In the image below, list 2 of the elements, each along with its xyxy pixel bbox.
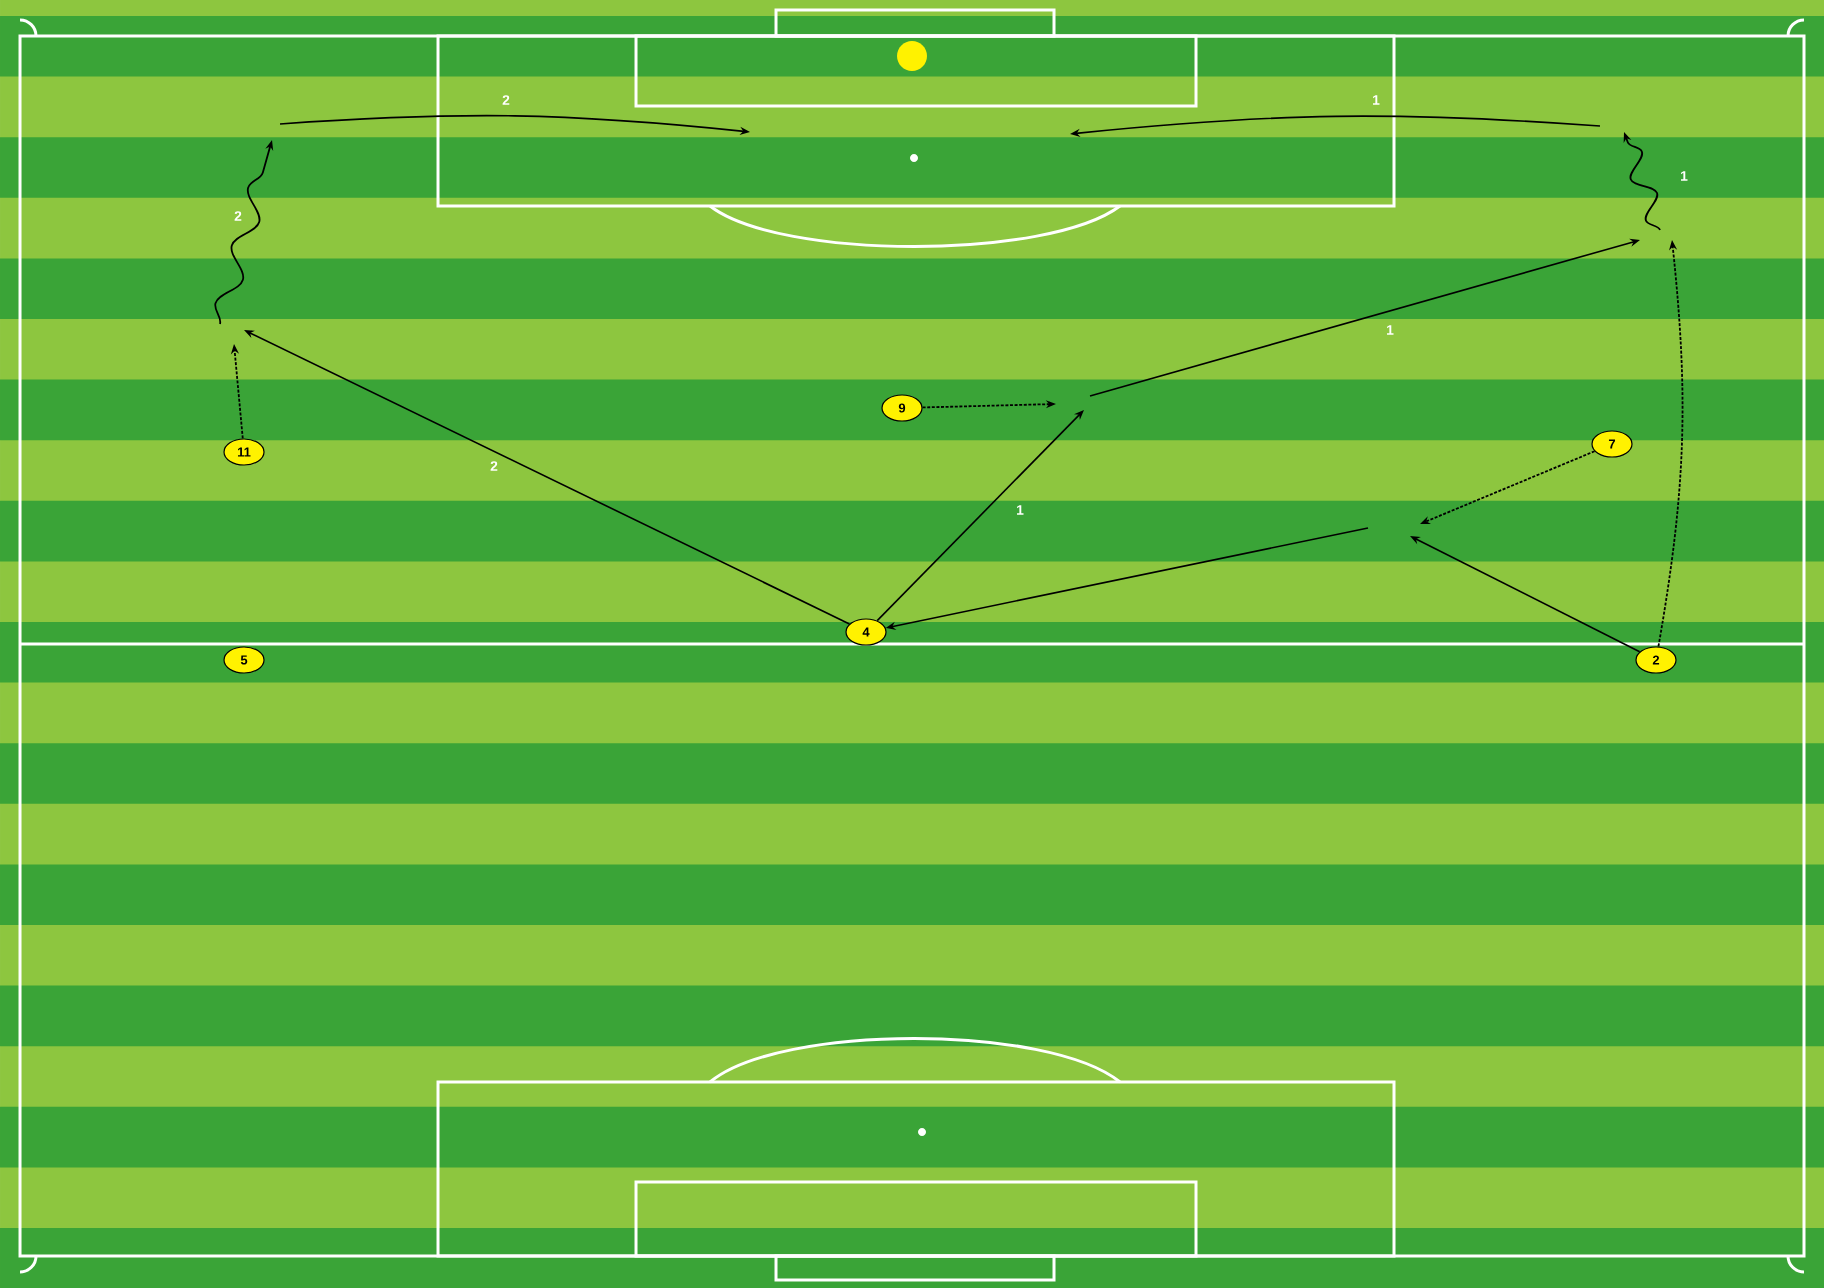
ball [897, 41, 927, 71]
pass-arrow [876, 410, 1084, 622]
